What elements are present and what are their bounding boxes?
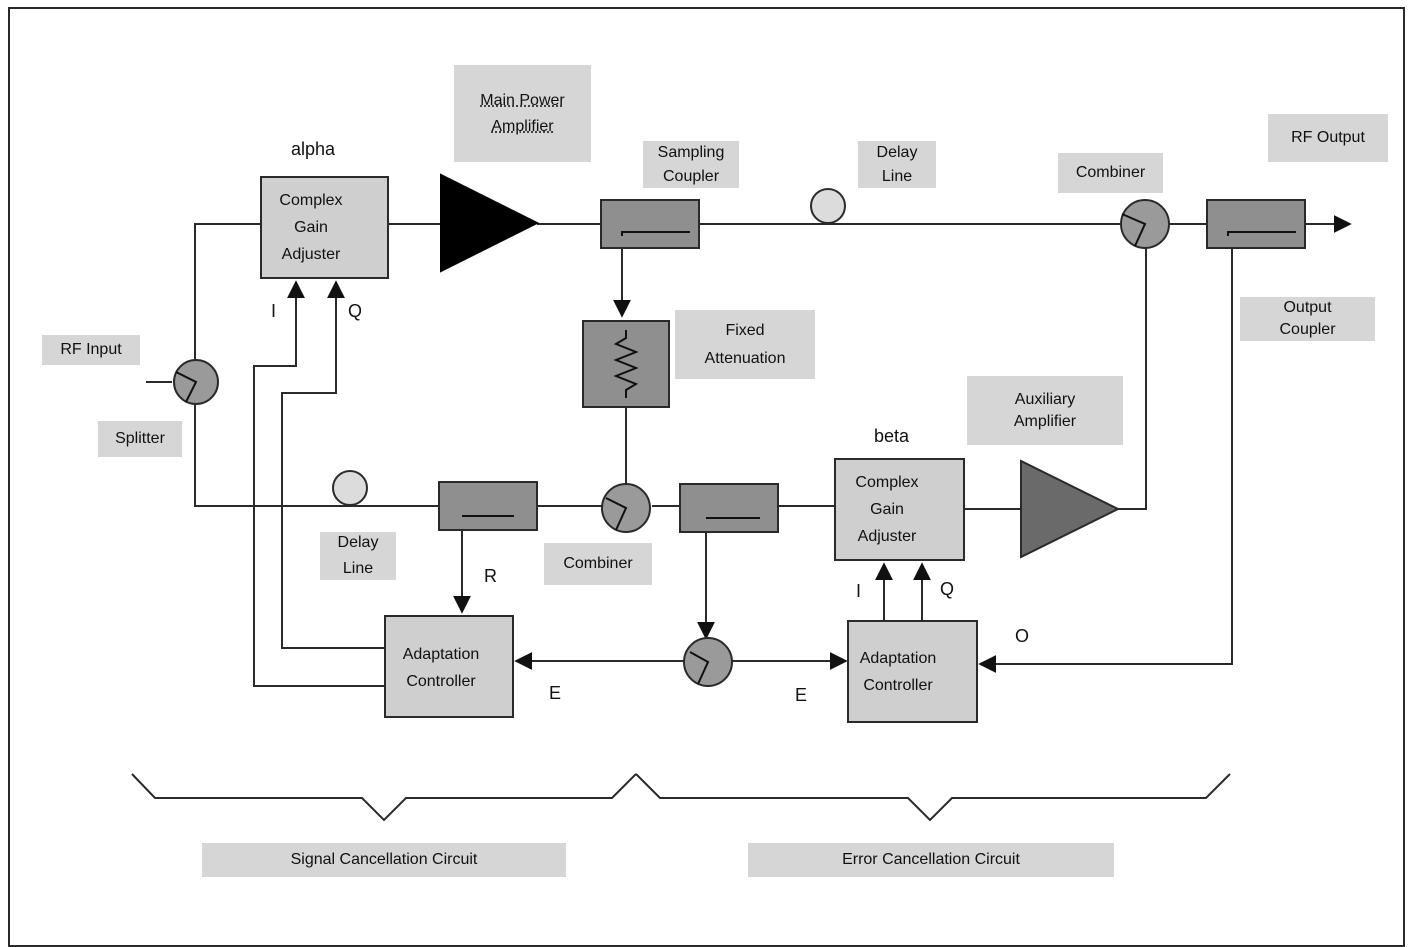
q-alpha-line: [281, 280, 386, 649]
i-alpha-label: I: [271, 301, 277, 321]
splitter-to-alpha: [194, 223, 262, 362]
ref-coupler-box: [438, 481, 538, 531]
i-beta-label: I: [856, 581, 862, 601]
fixed-attenuation-label: Fixed Attenuation: [675, 310, 815, 379]
q-beta-label: Q: [940, 579, 955, 599]
sampling-coupler-box: [600, 199, 700, 249]
auxiliary-amplifier-triangle: [1020, 459, 1121, 559]
r-label: R: [484, 566, 497, 586]
o-label: O: [1015, 626, 1030, 646]
fixed-attenuation-line-2: Attenuation: [704, 349, 786, 367]
delay-line-top-label: Delay Line: [858, 141, 936, 188]
alpha-label: alpha: [291, 139, 336, 159]
auxiliary-amplifier-line-2: Amplifier: [1013, 412, 1077, 430]
cga-alpha-box: [260, 176, 389, 279]
delay-line-bottom-circle: [332, 470, 368, 506]
main-power-amplifier-label: Main Power Amplifier: [454, 65, 591, 162]
error-coupler-box: [679, 483, 779, 533]
output-coupler-line-1: Output: [1283, 299, 1332, 316]
main-power-amplifier-line-1: Main Power: [480, 91, 565, 109]
fixed-attenuation-line-1: Fixed: [725, 321, 765, 339]
resistor-icon: [613, 330, 639, 398]
rf-output-label: RF Output: [1268, 114, 1388, 162]
adaptation-controller-right-box: [847, 620, 978, 723]
output-coupler-label: Output Coupler: [1240, 297, 1375, 341]
cga-beta-box: [834, 458, 965, 561]
brace-error: [635, 773, 1231, 822]
delay-line-top-line-2: Line: [881, 167, 913, 185]
q-alpha-label: Q: [348, 301, 363, 321]
combiner-bottom-label: Combiner: [544, 543, 652, 585]
e-left-label: E: [549, 683, 562, 703]
delay-line-bottom-line-1: Delay: [337, 534, 379, 551]
aux-to-combiner: [1118, 246, 1147, 510]
adaptation-controller-left-box: [384, 615, 514, 718]
delay-line-top-circle: [810, 188, 846, 224]
main-amplifier-triangle: [440, 173, 540, 273]
sampling-coupler-label: Sampling Coupler: [643, 141, 739, 188]
beta-label: beta: [874, 426, 910, 446]
signal-cancellation-circuit-label: Signal Cancellation Circuit: [202, 843, 566, 877]
rf-input-label: RF Input: [42, 335, 140, 365]
delay-line-bottom-line-2: Line: [342, 560, 374, 577]
delay-line-top-line-1: Delay: [876, 143, 918, 161]
error-cancellation-circuit-label: Error Cancellation Circuit: [748, 843, 1114, 877]
splitter-label: Splitter: [98, 421, 182, 457]
output-coupler-box: [1206, 199, 1306, 249]
o-line: [978, 236, 1233, 673]
i-alpha-line: [253, 280, 386, 687]
output-coupler-line-2: Coupler: [1279, 321, 1336, 338]
brace-signal: [131, 773, 637, 822]
auxiliary-amplifier-label: Auxiliary Amplifier: [967, 376, 1123, 445]
sampling-coupler-line-2: Coupler: [662, 167, 720, 185]
delay-line-bottom-label: Delay Line: [320, 532, 396, 580]
main-power-amplifier-line-2: Amplifier: [491, 117, 554, 135]
splitter-down: [194, 402, 440, 507]
auxiliary-amplifier-line-1: Auxiliary: [1014, 390, 1076, 408]
e-right-label: E: [795, 685, 808, 705]
sampling-coupler-line-1: Sampling: [657, 143, 725, 161]
combiner-top-label: Combiner: [1058, 153, 1163, 193]
